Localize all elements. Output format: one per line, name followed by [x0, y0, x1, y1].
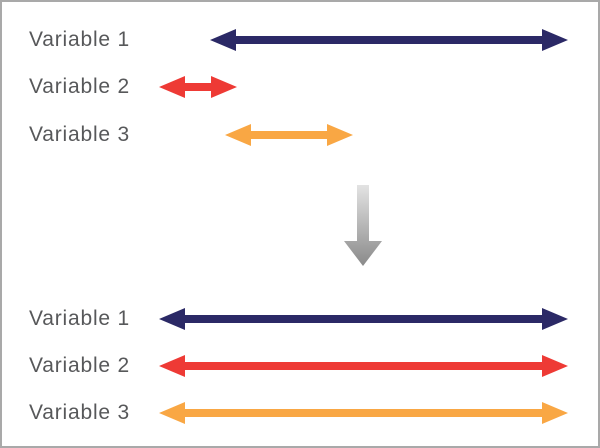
- variable-label: Variable 3: [29, 401, 131, 424]
- range-arrow-before-1: [210, 29, 568, 51]
- down-arrow-icon: [344, 185, 382, 266]
- variable-label: Variable 2: [29, 75, 131, 98]
- variable-label: Variable 3: [29, 123, 131, 146]
- range-arrow-after-2: [159, 355, 568, 377]
- range-arrow-before-3: [225, 124, 353, 146]
- variable-label: Variable 1: [29, 307, 131, 330]
- range-arrow-before-2: [159, 76, 237, 98]
- range-arrow-after-3: [159, 402, 568, 424]
- variable-label: Variable 1: [29, 28, 131, 51]
- variable-label: Variable 2: [29, 354, 131, 377]
- range-arrow-after-1: [159, 308, 568, 330]
